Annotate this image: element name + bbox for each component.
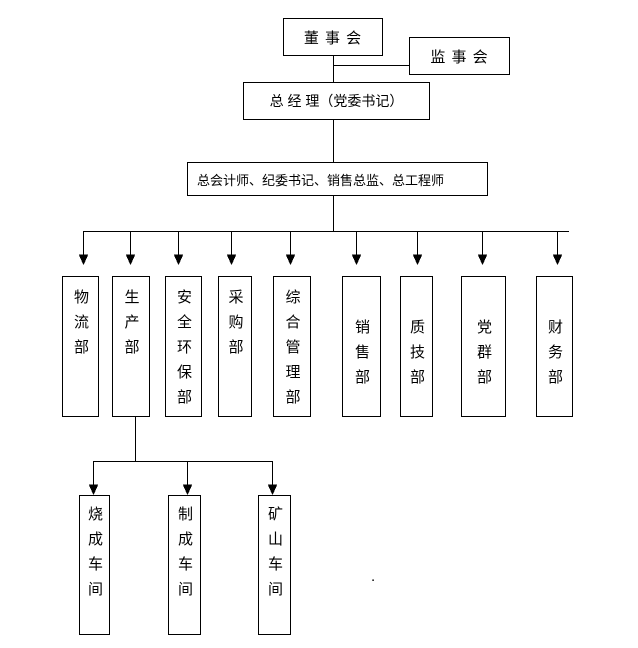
- box-workshop-mining-label: 矿山车间: [266, 506, 283, 606]
- stray-period-mark: .: [371, 568, 376, 585]
- box-workshop-finishing-label: 制成车间: [176, 506, 193, 606]
- box-dept-quality-technology-label: 质技部: [408, 319, 425, 394]
- box-dept-party-masses-label: 党群部: [475, 319, 492, 394]
- box-dept-safety-environment-label: 安全环保部: [175, 289, 192, 414]
- box-dept-production-label: 生产部: [122, 289, 140, 364]
- box-dept-purchasing: 采购部: [218, 276, 252, 417]
- box-dept-production: 生产部: [112, 276, 150, 417]
- department-arrows: [78, 231, 563, 266]
- box-dept-logistics-label: 物流部: [72, 289, 89, 364]
- workshop-arrows: [88, 461, 278, 496]
- box-dept-sales-label: 销售部: [353, 319, 370, 394]
- box-dept-general-management-label: 综合管理部: [283, 289, 301, 414]
- box-dept-quality-technology: 质技部: [400, 276, 433, 417]
- box-supervisory-board-label: 监 事 会: [430, 48, 489, 66]
- box-dept-sales: 销售部: [342, 276, 381, 417]
- box-board-of-directors: 董 事 会: [283, 18, 383, 56]
- box-dept-finance: 财务部: [536, 276, 573, 417]
- box-dept-logistics: 物流部: [62, 276, 99, 417]
- box-executives-label: 总会计师、纪委书记、销售总监、总工程师: [197, 172, 445, 188]
- box-supervisory-board: 监 事 会: [409, 37, 510, 75]
- box-dept-general-management: 综合管理部: [273, 276, 311, 417]
- box-dept-purchasing-label: 采购部: [226, 289, 244, 364]
- box-dept-finance-label: 财务部: [546, 319, 563, 394]
- box-workshop-sintering: 烧成车间: [79, 495, 110, 635]
- box-board-of-directors-label: 董 事 会: [303, 29, 363, 47]
- box-dept-safety-environment: 安全环保部: [165, 276, 202, 417]
- box-workshop-sintering-label: 烧成车间: [86, 506, 103, 606]
- box-workshop-mining: 矿山车间: [258, 495, 291, 635]
- box-executives: 总会计师、纪委书记、销售总监、总工程师: [187, 162, 488, 196]
- box-dept-party-masses: 党群部: [461, 276, 506, 417]
- box-general-manager: 总 经 理（党委书记）: [243, 82, 430, 120]
- box-workshop-finishing: 制成车间: [168, 495, 201, 635]
- box-general-manager-label: 总 经 理（党委书记）: [269, 93, 404, 109]
